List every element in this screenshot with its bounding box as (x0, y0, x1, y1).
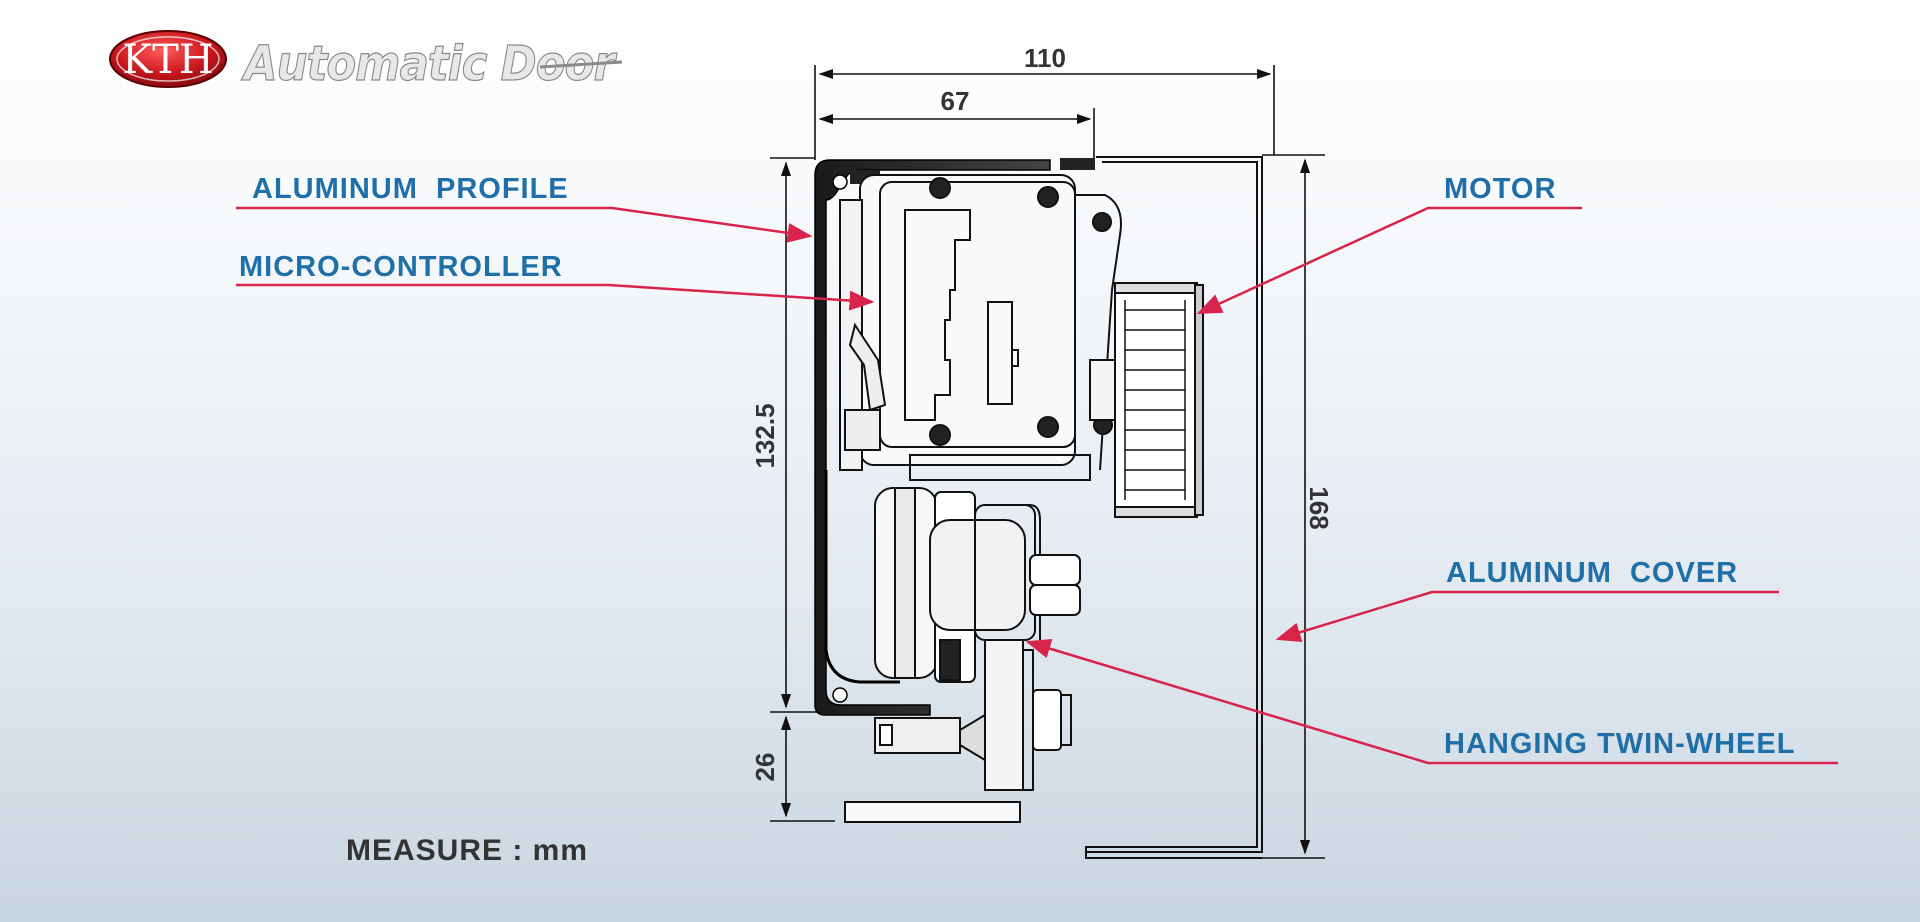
callout-motor: MOTOR (1444, 173, 1556, 205)
leader-aluminum-profile (236, 206, 813, 243)
screw-icon (929, 177, 951, 199)
tagline-swoosh (539, 60, 623, 69)
hanging-twin-wheel (844, 487, 1081, 823)
leader-hanging-twin-wheel (1025, 638, 1838, 765)
motor (1075, 194, 1204, 518)
logo-text: KTH (122, 37, 213, 83)
controller-housing (839, 174, 1091, 481)
aluminum-cover (1085, 156, 1263, 859)
dim-label-110: 110 (1024, 43, 1066, 73)
leader-lines (236, 206, 1838, 765)
logo-oval (109, 30, 227, 88)
callout-micro-controller: MICRO-CONTROLLER (239, 251, 563, 283)
measure-note: MEASURE : mm (346, 834, 588, 867)
dim-label-168: 168 (1304, 486, 1334, 529)
brand-tagline: Automatic Door (240, 36, 618, 92)
callout-aluminum-profile: ALUMINUM PROFILE (252, 173, 569, 205)
screw-icon (1037, 186, 1059, 208)
screw-icon (1037, 416, 1059, 438)
dim-label-67: 67 (941, 86, 970, 116)
brand-logo: KTH (109, 30, 227, 88)
callout-hanging-twin-wheel: HANGING TWIN-WHEEL (1444, 728, 1795, 760)
leader-motor (1196, 206, 1582, 315)
callout-aluminum-cover: ALUMINUM COVER (1446, 557, 1738, 589)
screw-icon (929, 424, 951, 446)
leader-micro-controller (236, 283, 875, 311)
dim-label-132-5: 132.5 (750, 403, 780, 468)
leader-aluminum-cover (1275, 590, 1779, 642)
dim-label-26: 26 (750, 753, 780, 782)
